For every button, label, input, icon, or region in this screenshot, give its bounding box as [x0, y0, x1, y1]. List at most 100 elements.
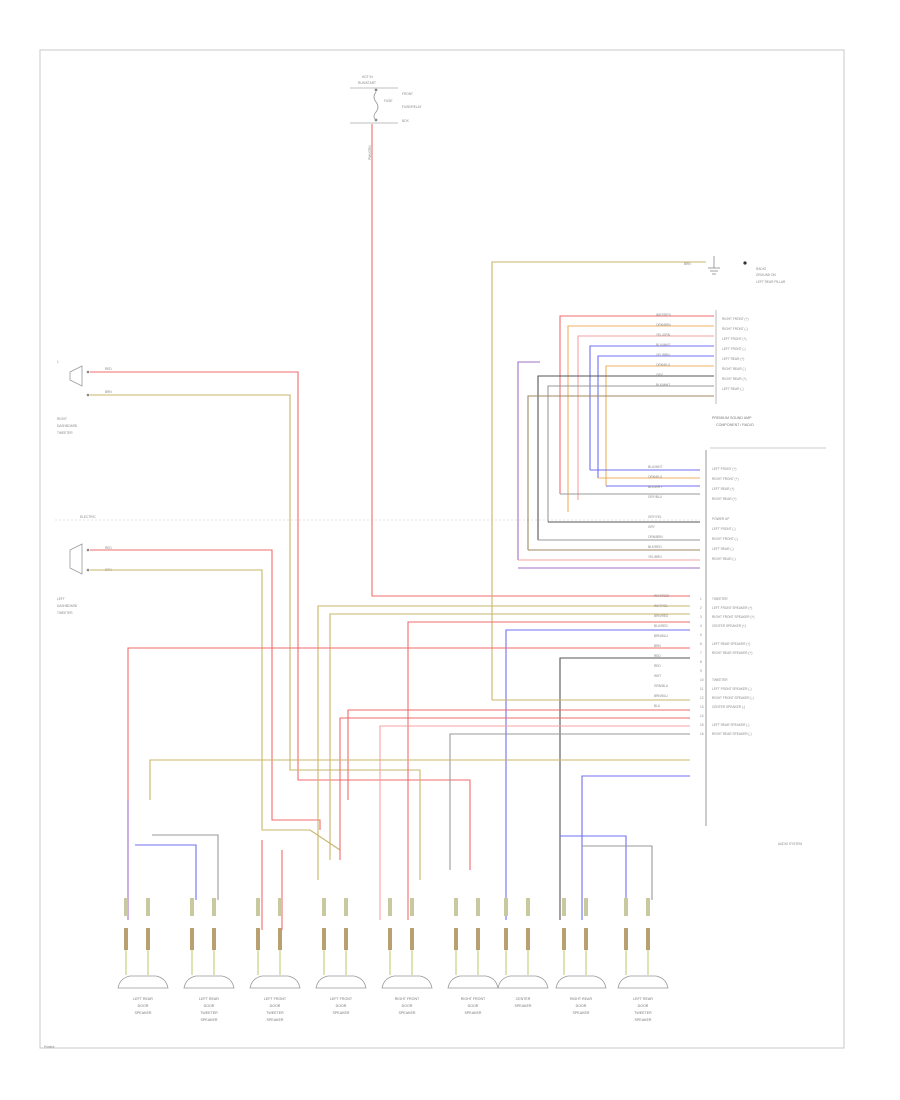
speaker-terminal-minus — [526, 898, 530, 916]
footer-right: AUDIO SYSTEM — [778, 842, 802, 846]
speaker-label: DOOR — [336, 1004, 347, 1008]
speaker-label: LEFT REAR — [133, 997, 153, 1001]
radio-wire-label: ORN/BLU — [656, 363, 671, 367]
wire-22 — [90, 394, 421, 880]
speaker-icon — [617, 975, 669, 989]
amp-pin-a-label: LEFT REAR (-) — [712, 547, 734, 551]
ground-label-2: LEFT REAR PILLAR — [756, 280, 786, 284]
right-tweeter-label-0: RIGHT — [57, 417, 67, 421]
speaker-terminal-plus — [388, 898, 392, 916]
amp-pin-b-label: CENTER SPEAKER (+) — [712, 624, 746, 628]
amp-pin-number: 7 — [700, 651, 702, 655]
speaker-pin-plus — [388, 928, 392, 950]
amp-pin-b-label: LEFT REAR SPEAKER (-) — [712, 723, 750, 727]
speaker-label: DOOR — [468, 1004, 479, 1008]
radio-wire-label: ORN/BRN — [656, 323, 671, 327]
right-tweeter-wire-2: BRN — [105, 390, 112, 394]
amp-wire-b-label: RED — [654, 664, 661, 668]
wire-10 — [517, 361, 540, 560]
speaker-icon — [555, 975, 607, 989]
speaker-terminal-minus — [410, 898, 414, 916]
wire-43 — [560, 835, 627, 900]
speaker-label: DOOR — [138, 1004, 149, 1008]
speaker-label: LEFT REAR — [199, 997, 219, 1001]
radio-pin-label: RIGHT REAR (-) — [722, 367, 746, 371]
footer-left: Printed: — [44, 1045, 55, 1049]
speaker-terminal-minus — [212, 898, 216, 916]
speaker-terminal-plus — [562, 898, 566, 916]
radio-connector: PREMIUM SOUND AMP COMPONENT / RADIO — [712, 310, 754, 427]
speaker-label: CENTER — [516, 997, 531, 1001]
speaker-label: TWEETER — [266, 1011, 284, 1015]
amp-pin-number: 10 — [700, 678, 704, 682]
amp-wire-a-label: BLK/RED — [648, 545, 662, 549]
amp-pin-a-label: LEFT FRONT (+) — [712, 467, 736, 471]
wire-36 — [449, 733, 690, 870]
speaker-pin-plus — [322, 928, 326, 950]
speaker-label: SPEAKER — [135, 1011, 152, 1015]
right-tweeter-wire-1: RED — [105, 367, 112, 371]
speaker-label: TWEETER — [200, 1011, 218, 1015]
right-tweeter-label-2: TWEETER — [57, 431, 73, 435]
wire-27 — [407, 621, 690, 920]
amp-wire-a-label: ORN/BRN — [648, 535, 663, 539]
radio-pin-label: LEFT REAR (+) — [722, 357, 744, 361]
radio-pin-label: RIGHT FRONT (+) — [722, 317, 749, 321]
speaker-pin-minus — [476, 928, 480, 950]
speaker-label: SPEAKER — [267, 1018, 284, 1022]
wire-37 — [149, 759, 690, 800]
speaker-pin-plus — [190, 928, 194, 950]
wire-26 — [329, 613, 690, 860]
wire-21 — [90, 371, 471, 870]
speaker-terminal-plus — [454, 898, 458, 916]
radio-pin-label: LEFT REAR (-) — [722, 387, 744, 391]
radio-pin-label: LEFT FRONT (-) — [722, 347, 746, 351]
left-tweeter: LEFT DASHBOARD TWEETER RED BRN — [57, 543, 112, 615]
amp-pin-b-label: RIGHT REAR SPEAKER (+) — [712, 651, 752, 655]
speaker-pin-plus — [256, 928, 260, 950]
speaker-pin-plus — [124, 928, 128, 950]
amp-pin-number: 11 — [700, 687, 704, 691]
ground-symbol: BRN RADIO GROUND ON LEFT REAR PILLAR — [684, 256, 786, 284]
amp-pin-a-label: LEFT REAR (+) — [712, 487, 734, 491]
speaker-pin-plus — [504, 928, 508, 950]
amp-pin-number: 8 — [700, 660, 702, 664]
amp-wire-b-label: BRN/RED — [654, 614, 669, 618]
radio-pin-label: LEFT FRONT (+) — [722, 337, 746, 341]
amp-pin-number: 12 — [700, 696, 704, 700]
wire-6 — [597, 355, 714, 478]
amp-wire-a-label: YEL/BRN — [648, 555, 662, 559]
speaker-0: LEFT REAR DOOR SPEAKER — [117, 898, 169, 1015]
amp-wire-a-label: GRY/YEL — [648, 515, 662, 519]
speaker-pin-minus — [278, 928, 282, 950]
amplifier-connector — [705, 447, 826, 826]
speaker-label: SPEAKER — [333, 1011, 350, 1015]
svg-text:1: 1 — [57, 360, 59, 364]
speaker-label: DOOR — [270, 1004, 281, 1008]
amp-wire-b-label: BRN/BLU — [654, 634, 669, 638]
wire-7 — [605, 365, 714, 486]
fuse-label-3: FRONT — [402, 92, 413, 96]
left-tweeter-label-1: DASHBOARD — [57, 604, 78, 608]
speaker-terminal-minus — [476, 898, 480, 916]
amp-wire-a-label: GRY — [648, 525, 656, 529]
speaker-pin-minus — [410, 928, 414, 950]
amp-pin-number: 1 — [700, 597, 702, 601]
amp-pin-number: 6 — [700, 642, 702, 646]
amp-wire-b-label: WHT/YEL — [654, 604, 668, 608]
speaker-terminal-minus — [146, 898, 150, 916]
fuse-label-2: FUSE — [384, 99, 393, 103]
speaker-pin-plus — [624, 928, 628, 950]
radio-wire-label: YEL/GRN — [656, 333, 671, 337]
wires — [90, 124, 714, 930]
amp-pin-b-label: RIGHT FRONT SPEAKER (-) — [712, 696, 754, 700]
speaker-terminal-plus — [190, 898, 194, 916]
speaker-label: RIGHT FRONT — [395, 997, 420, 1001]
